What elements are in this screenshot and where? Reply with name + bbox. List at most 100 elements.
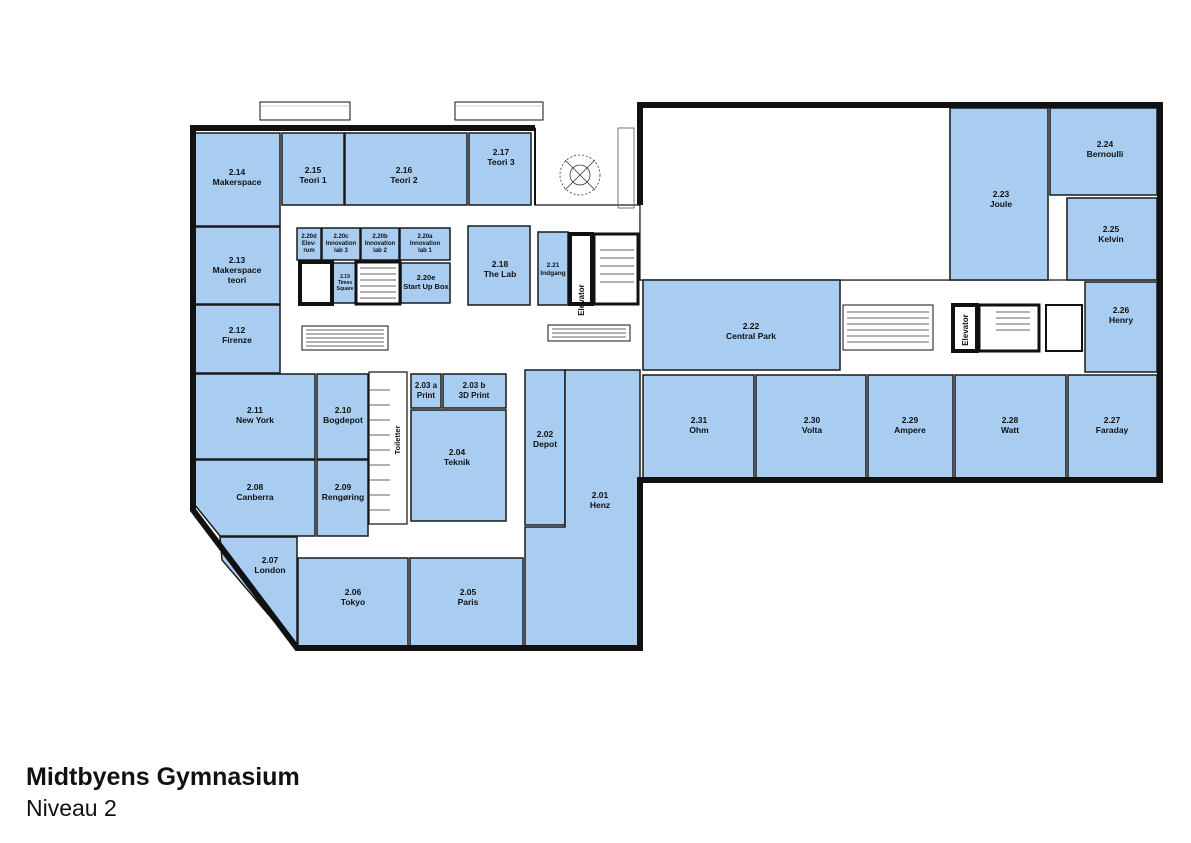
room-name: Indgang — [540, 270, 565, 277]
room-name: Paris — [458, 597, 479, 607]
room-name: Teknik — [444, 457, 471, 467]
room-2.06 — [297, 557, 409, 649]
room-number: 2.29 — [902, 415, 919, 425]
room-number: 2.03 a — [415, 381, 438, 390]
room-name: Joule — [990, 199, 1012, 209]
room-name: Teori 2 — [390, 175, 418, 185]
exterior-walls — [190, 102, 1163, 651]
room-number: 2.14 — [229, 167, 246, 177]
tree-icon — [559, 154, 601, 196]
room-name-2: lab 1 — [418, 248, 432, 254]
room-name: Henry — [1109, 315, 1133, 325]
room-number: 2.24 — [1097, 139, 1114, 149]
room-number: 2.20d — [301, 234, 317, 240]
room-number: 2.04 — [449, 447, 466, 457]
room-name: Start Up Box — [403, 282, 449, 291]
room-name-2: lab 3 — [334, 248, 348, 254]
room-name: Makerspace — [213, 265, 262, 275]
room-2.13 — [194, 226, 281, 305]
room-name-2: lab 2 — [373, 248, 387, 254]
room-2.03a — [410, 373, 442, 409]
room-2.21 — [537, 231, 569, 306]
page-title: Midtbyens Gymnasium — [26, 763, 300, 791]
room-name: 3D Print — [459, 391, 490, 400]
room-number: 2.23 — [993, 189, 1010, 199]
elevator-label: Elevator — [961, 314, 970, 346]
room-name: Central Park — [726, 331, 776, 341]
room-name: London — [254, 565, 285, 575]
room-2.09 — [316, 459, 369, 537]
room-number: 2.26 — [1113, 305, 1130, 315]
room-2.18 — [467, 225, 531, 306]
room-number: 2.12 — [229, 325, 246, 335]
room-number: 2.13 — [229, 255, 246, 265]
room-number: 2.28 — [1002, 415, 1019, 425]
room-name: Watt — [1001, 425, 1019, 435]
room-number: 2.08 — [247, 482, 264, 492]
room-number: 2.06 — [345, 587, 362, 597]
room-number: 2.21 — [547, 262, 560, 269]
page-subtitle: Niveau 2 — [26, 795, 117, 821]
room-number: 2.20b — [372, 234, 388, 240]
room-2.04 — [410, 409, 507, 522]
room-name-2: rum — [303, 248, 314, 254]
room-2.15 — [281, 132, 345, 206]
room-name: Ampere — [894, 425, 926, 435]
room-name-2: teori — [228, 275, 246, 285]
svg-text:2.03 b3D Print: 2.03 b3D Print — [459, 381, 490, 400]
room-2.27 — [1067, 374, 1158, 479]
stair-cores — [298, 232, 1083, 525]
room-number: 2.17 — [493, 147, 510, 157]
room-number: 2.19 — [340, 274, 350, 280]
terrace — [259, 101, 635, 209]
room-2.03b — [442, 373, 507, 409]
room-number: 2.20a — [417, 234, 433, 240]
room-2.26 — [1084, 281, 1158, 373]
room-number: 2.25 — [1103, 224, 1120, 234]
room-name: Print — [417, 391, 436, 400]
room-2.23 — [949, 107, 1049, 281]
room-2.20c — [321, 227, 361, 261]
room-2.20d — [296, 227, 322, 261]
room-number: 2.02 — [537, 429, 554, 439]
elevator-label: Elevator — [577, 284, 586, 316]
room-2.20a — [399, 227, 451, 261]
room-2.25 — [1066, 197, 1158, 281]
room-number: 2.15 — [305, 165, 322, 175]
room-name: Faraday — [1096, 425, 1129, 435]
room-2.05 — [409, 557, 524, 649]
room-number: 2.20e — [417, 273, 436, 282]
room-number: 2.22 — [743, 321, 760, 331]
room-name-2: Square — [337, 286, 354, 292]
room-number: 2.07 — [262, 555, 279, 565]
room-name: Ohm — [689, 425, 709, 435]
room-number: 2.30 — [804, 415, 821, 425]
room-number: 2.27 — [1104, 415, 1121, 425]
room-number: 2.03 b — [463, 381, 486, 390]
room-2.22 — [642, 279, 841, 371]
room-name: Depot — [533, 439, 557, 449]
room-name: Volta — [802, 425, 822, 435]
room-name: Tokyo — [341, 597, 365, 607]
room-name: Firenze — [222, 335, 252, 345]
